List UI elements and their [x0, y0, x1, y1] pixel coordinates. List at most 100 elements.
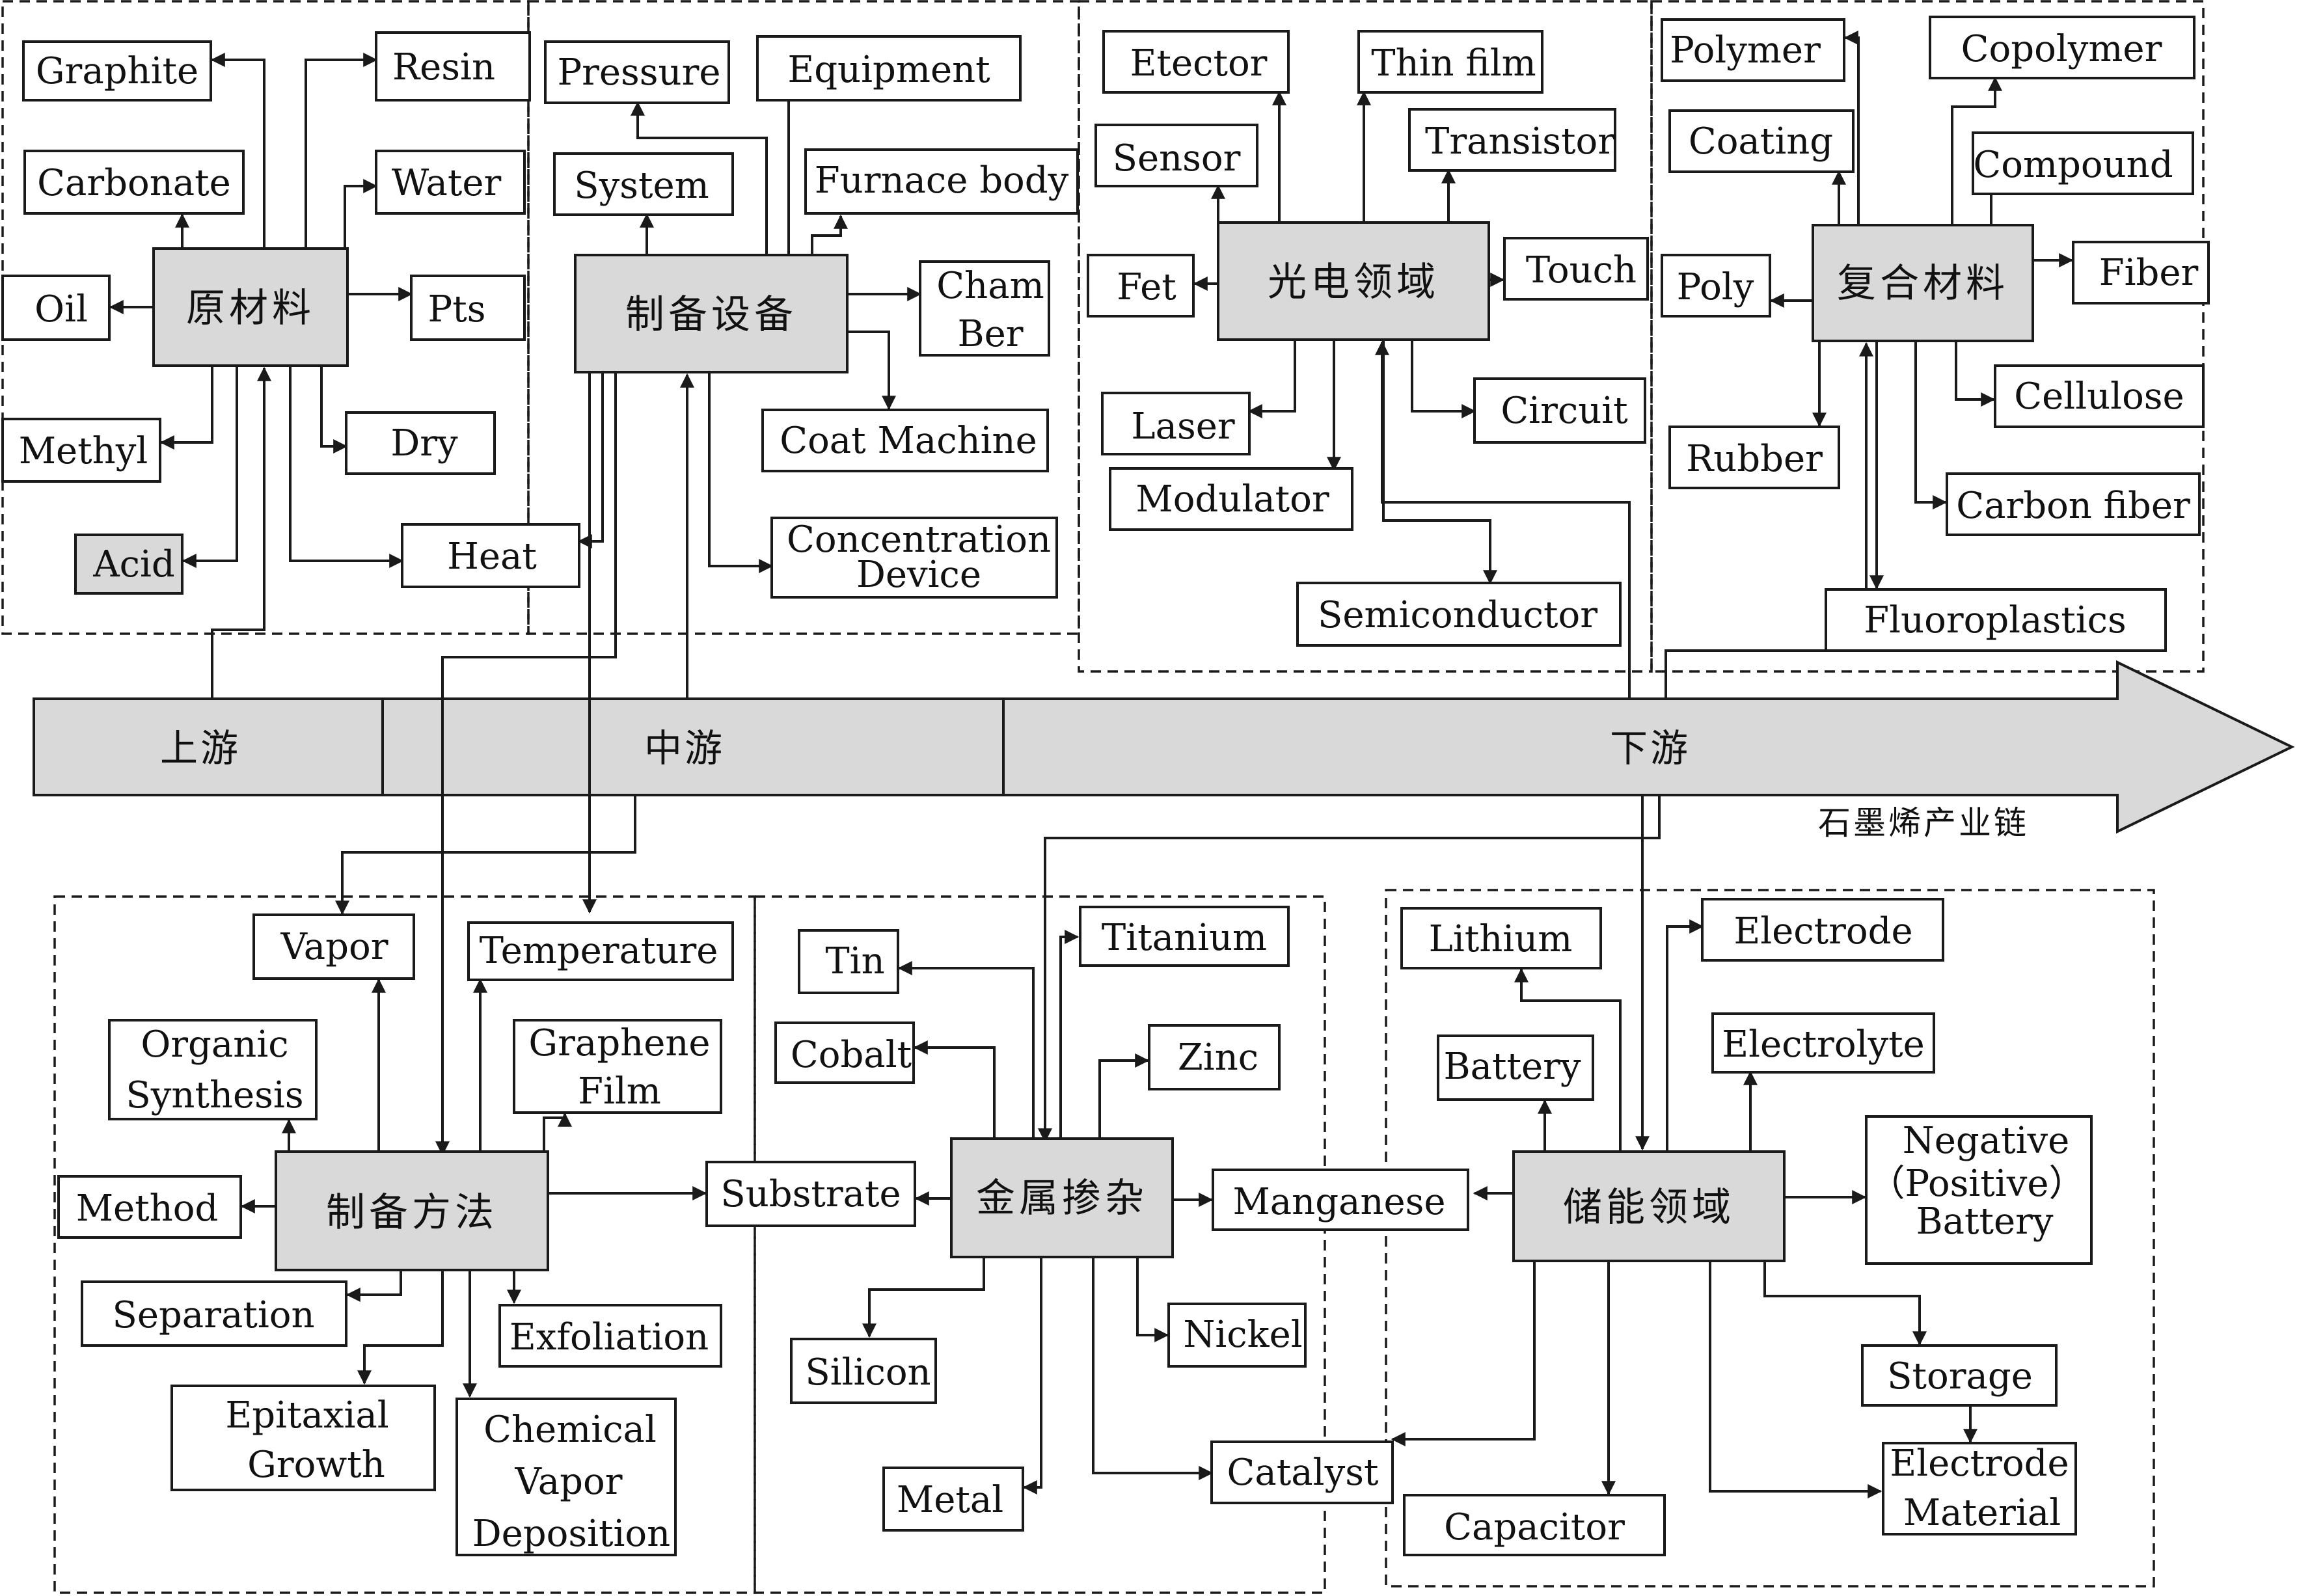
svg-text:Copolymer: Copolymer [1961, 28, 2162, 70]
region-optoelectronics [1078, 0, 1653, 673]
svg-text:Compound: Compound [1973, 144, 2173, 186]
svg-text:Lithium: Lithium [1429, 918, 1573, 960]
node-etector: Etector [1102, 30, 1290, 94]
svg-text:Carbon fiber: Carbon fiber [1956, 485, 2190, 527]
svg-text:Rubber: Rubber [1686, 438, 1823, 480]
svg-text:Water: Water [392, 162, 502, 204]
industry-chain-banner: 上游 中游 下游 [33, 660, 2295, 834]
node-fluoroplastics: Fluoroplastics [1825, 588, 2167, 652]
node-composites-hub: 复合材料 [1812, 224, 2034, 342]
svg-text:Titanium: Titanium [1102, 917, 1267, 959]
node-chamber: Cham Ber [919, 260, 1050, 357]
diagram-caption: 石墨烯产业链 [1818, 804, 2029, 842]
node-circuit: Circuit [1473, 377, 1646, 444]
node-coat-machine: Coat Machine [761, 409, 1049, 472]
svg-text:Exfoliation: Exfoliation [510, 1316, 709, 1359]
svg-text:Etector: Etector [1130, 42, 1268, 85]
node-electrolyte: Electrolyte [1711, 1012, 1935, 1074]
region-composites [1650, 0, 2205, 673]
svg-text:Cham: Cham [936, 265, 1044, 307]
node-cellulose: Cellulose [1994, 364, 2205, 428]
node-zinc: Zinc [1148, 1024, 1281, 1090]
svg-text:Laser: Laser [1131, 405, 1234, 448]
node-metal-doping-hub: 金属掺杂 [950, 1137, 1174, 1258]
svg-text:Deposition: Deposition [472, 1513, 670, 1555]
node-concentration-device: Concentration Device [770, 517, 1058, 599]
node-dry: Dry [345, 411, 496, 475]
svg-text:Battery: Battery [1916, 1200, 2053, 1243]
svg-text:原材料: 原材料 [186, 286, 315, 331]
svg-text:储能领域: 储能领域 [1563, 1185, 1735, 1230]
node-resin: Resin [375, 31, 531, 101]
svg-text:Coat Machine: Coat Machine [780, 420, 1037, 462]
node-battery: Battery [1437, 1035, 1594, 1101]
svg-text:Storage: Storage [1887, 1355, 2033, 1398]
svg-text:Graphite: Graphite [36, 50, 198, 92]
node-energy-storage-hub: 储能领域 [1512, 1150, 1786, 1262]
svg-text:Nickel: Nickel [1183, 1314, 1302, 1356]
svg-text:（Positive）: （Positive） [1869, 1163, 2086, 1205]
node-thin-film: Thin film [1357, 30, 1543, 94]
svg-text:复合材料: 复合材料 [1837, 261, 2009, 306]
svg-text:Method: Method [76, 1187, 219, 1230]
svg-text:Heat: Heat [447, 535, 537, 578]
node-modulator: Modulator [1109, 467, 1353, 531]
node-copolymer: Copolymer [1929, 16, 2195, 79]
node-poly: Poly [1661, 254, 1771, 318]
svg-text:Material: Material [1903, 1492, 2061, 1534]
svg-text:Pts: Pts [428, 288, 486, 331]
svg-text:Metal: Metal [897, 1479, 1003, 1521]
node-manganese: Manganese [1212, 1169, 1469, 1231]
svg-text:Cellulose: Cellulose [2014, 375, 2184, 418]
node-coating: Coating [1668, 109, 1855, 173]
node-graphene-film: Graphene Film [513, 1019, 722, 1114]
svg-text:Zinc: Zinc [1178, 1036, 1258, 1079]
svg-text:Furnace body: Furnace body [815, 159, 1069, 202]
node-polymer: Polymer [1661, 18, 1845, 82]
svg-text:Resin: Resin [392, 46, 495, 88]
svg-text:Carbonate: Carbonate [37, 162, 231, 204]
svg-text:Battery: Battery [1443, 1046, 1581, 1088]
svg-text:Oil: Oil [34, 288, 88, 331]
node-silicon: Silicon [790, 1338, 937, 1404]
svg-text:Electrolyte: Electrolyte [1722, 1023, 1924, 1066]
svg-text:Poly: Poly [1677, 266, 1754, 308]
chain-upstream-label: 上游 [160, 726, 241, 770]
node-vapor: Vapor [252, 913, 415, 980]
node-catalyst: Catalyst [1210, 1440, 1394, 1504]
svg-text:Tin: Tin [825, 940, 884, 982]
svg-text:制备设备: 制备设备 [625, 292, 797, 338]
node-system: System [553, 152, 734, 216]
region-methods [53, 895, 756, 1594]
node-exfoliation: Exfoliation [498, 1304, 722, 1368]
node-nickel: Nickel [1167, 1303, 1307, 1368]
node-acid: Acid [74, 534, 183, 595]
svg-text:Circuit: Circuit [1501, 390, 1628, 432]
svg-text:Methyl: Methyl [19, 430, 148, 472]
connectors [109, 31, 2074, 1498]
svg-text:System: System [574, 165, 709, 207]
node-graphite: Graphite [22, 40, 212, 101]
svg-text:Negative: Negative [1903, 1120, 2070, 1162]
svg-text:Coating: Coating [1689, 120, 1833, 163]
node-electrode-material: Electrode Material [1882, 1442, 2077, 1535]
svg-text:Electrode: Electrode [1890, 1442, 2069, 1485]
node-epitaxial-growth: Epitaxial Growth [170, 1385, 436, 1491]
node-pts: Pts [410, 275, 526, 341]
svg-text:Vapor: Vapor [280, 926, 388, 968]
node-titanium: Titanium [1079, 906, 1290, 967]
node-method: Method [57, 1175, 242, 1239]
svg-text:Equipment: Equipment [787, 49, 990, 91]
nodes: 原材料 Graphite Resin Carbonate Water Oil P… [1, 16, 2210, 1556]
node-substrate: Substrate [705, 1161, 916, 1227]
svg-text:Concentration: Concentration [787, 519, 1051, 561]
svg-text:Synthesis: Synthesis [126, 1074, 303, 1116]
node-temperature: Temperature [467, 921, 734, 981]
node-carbonate: Carbonate [23, 150, 245, 215]
region-energy-storage [1385, 889, 2155, 1588]
svg-text:Manganese: Manganese [1232, 1181, 1445, 1223]
node-equipment-hub: 制备设备 [574, 254, 849, 373]
svg-text:Silicon: Silicon [805, 1351, 931, 1394]
node-rubber: Rubber [1668, 426, 1840, 489]
node-oil: Oil [1, 275, 111, 341]
